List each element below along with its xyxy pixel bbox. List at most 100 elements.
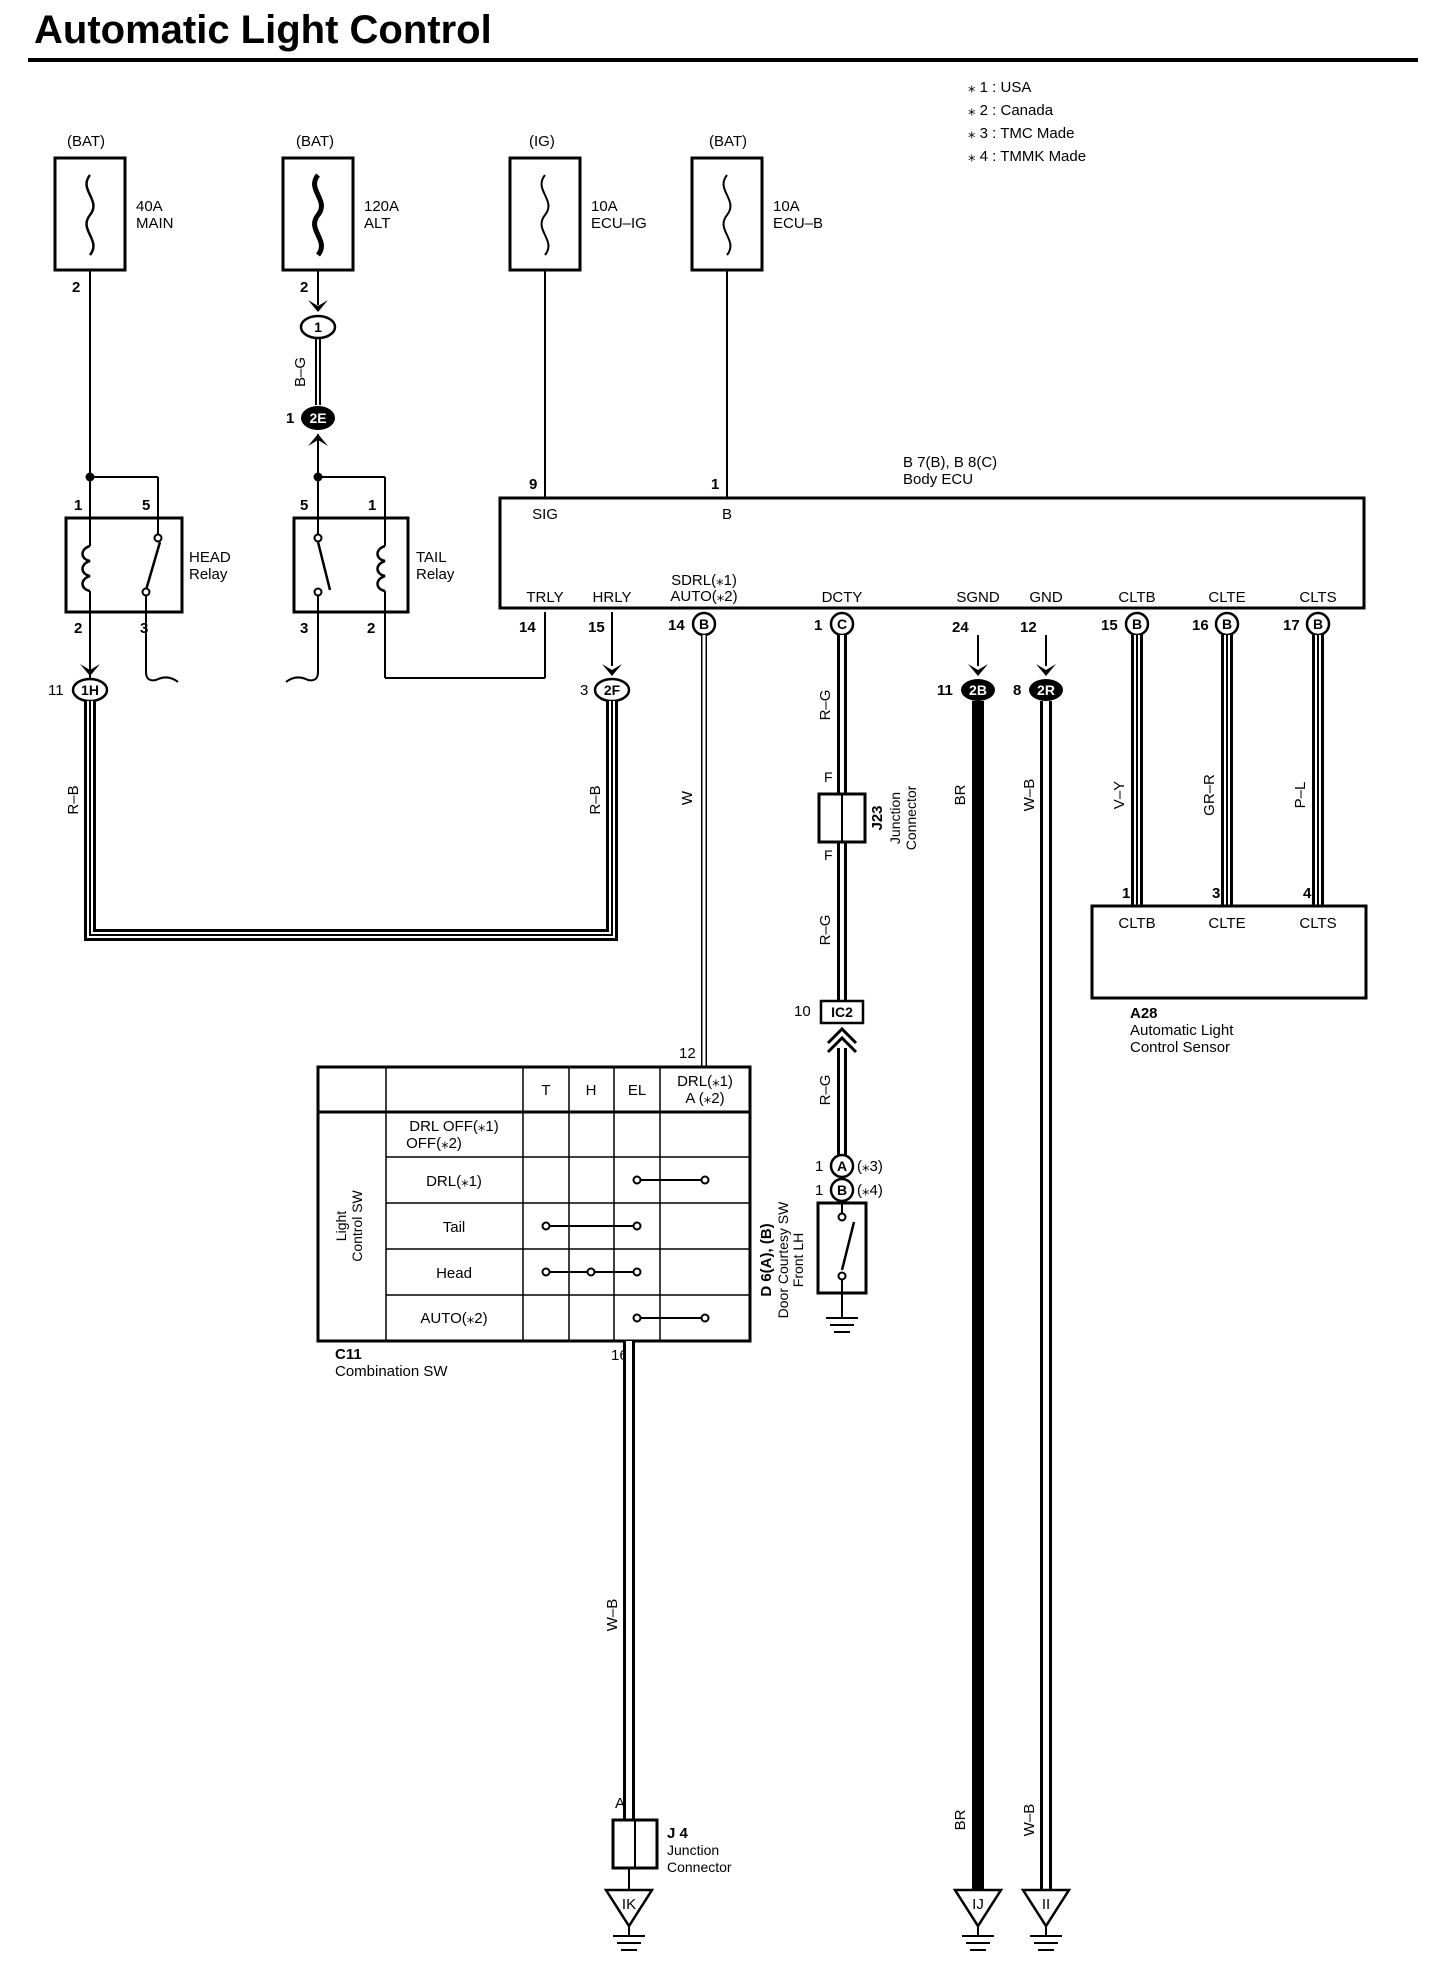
table-row-label: OFF(⁎2) [406, 1135, 462, 1152]
ground-label: II [1042, 1896, 1050, 1913]
chevron-up-icon [826, 1026, 858, 1054]
head-relay: 1 5 HEAD Relay 2 3 [64, 497, 231, 637]
ground-label: IK [622, 1896, 636, 1913]
ecu-pin: 16 [1192, 617, 1209, 634]
fuse-source-label: (BAT) [67, 133, 105, 150]
table-side-label: Light [333, 1211, 349, 1241]
title-underline [28, 58, 1418, 62]
wire-color-label: R–G [817, 915, 834, 946]
connector-label: B [1222, 616, 1232, 632]
ecu-bottom-pins: 14 15 14 1 24 12 15 16 17 [519, 617, 1300, 636]
wire-color-label: GR–R [1201, 774, 1218, 816]
arrow-down-icon [80, 664, 100, 676]
component-name: Combination SW [335, 1363, 448, 1380]
ground-label: IJ [972, 1896, 984, 1913]
legend: ⁎ 1 : USA ⁎ 2 : Canada ⁎ 3 : TMC Made ⁎ … [968, 79, 1086, 165]
ecu-pin: 1 [814, 617, 822, 634]
ecu-pin: 24 [952, 619, 969, 636]
connector-pin: 10 [794, 1003, 811, 1020]
fuse-ecu-b: (BAT) 10A ECU–B [690, 133, 823, 272]
fuse-name: ALT [364, 215, 390, 232]
connector-pin: 11 [48, 682, 64, 699]
connector-label: 2B [969, 682, 987, 698]
relay-name: HEAD [189, 549, 231, 566]
relay-pin: 2 [74, 620, 82, 637]
ground-ii: II [1020, 1888, 1072, 1951]
connector-pin: 12 [679, 1045, 696, 1062]
relay-label: Relay [416, 566, 455, 583]
arrow-down-icon [308, 300, 328, 312]
connector-label: B [1132, 616, 1142, 632]
ecu-name: Body ECU [903, 471, 973, 488]
table-row-label: DRL(⁎1) [426, 1173, 482, 1190]
fuse-source-label: (BAT) [296, 133, 334, 150]
connector-pin: 1 [815, 1182, 823, 1199]
legend-item: ⁎ 4 : TMMK Made [968, 148, 1086, 165]
connector-2b: 2B 11 [937, 679, 995, 701]
wire-color-label: W–B [1021, 1804, 1038, 1837]
component-code: J23 [869, 805, 886, 830]
fuse-source-label: (BAT) [709, 133, 747, 150]
wire-color-label: W [679, 790, 696, 805]
connector-label: 2F [604, 682, 621, 698]
component-code: C11 [335, 1346, 362, 1363]
table-side-label: Control SW [349, 1189, 365, 1261]
ground-icon [1030, 1926, 1062, 1951]
fuse-amp: 10A [591, 198, 618, 215]
wire-rb-loop [84, 701, 618, 941]
door-courtesy-switch: A 1 (⁎3) B 1 (⁎4) D 6(A), (B) Door Court… [758, 1153, 883, 1333]
wire-color-label: R–B [587, 785, 604, 814]
ecu-terminal: B [722, 506, 732, 523]
connector-label: 2E [309, 410, 326, 426]
sensor-terminal: CLTS [1299, 915, 1336, 932]
relay-wires [89, 612, 613, 683]
fuse-name: MAIN [136, 215, 174, 232]
ground-triangle-icon [952, 1888, 1004, 1929]
connector-pin: 11 [937, 682, 953, 699]
arrow-down-icon [1036, 664, 1056, 676]
body-ecu: B 7(B), B 8(C) Body ECU 9 1 SIG B TRLY H… [498, 454, 1366, 610]
ground-icon [613, 1926, 645, 1951]
relay-pin: 2 [367, 620, 375, 637]
fuse-pin: 2 [300, 279, 308, 296]
connector-label: A [837, 1158, 847, 1174]
ecu-pin: 14 [668, 617, 685, 634]
fuse-pin: 2 [72, 279, 80, 296]
relay-pin: 5 [300, 497, 308, 514]
relay-name: TAIL [416, 549, 447, 566]
combination-switch: 12 T H EL DRL(⁎1) A (⁎2) DRL OFF(⁎1) OFF… [316, 1045, 752, 1380]
wire-color-label: BR [952, 1809, 969, 1830]
connector-2f: 2F 3 [580, 677, 631, 703]
wire-color-label: R–G [817, 690, 834, 721]
ground-triangle-icon [603, 1888, 655, 1929]
fuse-amp: 10A [773, 198, 800, 215]
fuse-name: ECU–IG [591, 215, 647, 232]
ecu-terminal: SIG [532, 506, 558, 523]
ecu-terminal: CLTB [1118, 589, 1155, 606]
connector-1h: 1H 11 [48, 677, 109, 703]
ground-ij: IJ [952, 1888, 1004, 1951]
ecu-terminal: SGND [956, 589, 1000, 606]
fuse-name: ECU–B [773, 215, 823, 232]
fuse-main: (BAT) 40A MAIN 2 [53, 133, 174, 296]
connector-pin: 3 [580, 682, 588, 699]
sensor-pin: 3 [1212, 885, 1220, 902]
fuse-amp: 40A [136, 198, 163, 215]
component-name: Junction [667, 1842, 719, 1858]
wire-color-label: W–B [604, 1599, 621, 1632]
page-title: Automatic Light Control [34, 8, 492, 52]
wire-color-label: P–L [1292, 782, 1309, 809]
junction-connector-j23: F F J23 Junction Connector [817, 769, 919, 863]
fuse-icon [312, 173, 324, 257]
switch-icon [840, 1221, 856, 1271]
table-column-header: EL [628, 1082, 646, 1099]
legend-item: ⁎ 1 : USA [968, 79, 1031, 96]
wire-color-label: B–G [292, 357, 309, 387]
legend-item: ⁎ 3 : TMC Made [968, 125, 1074, 142]
component-code: J 4 [667, 1825, 689, 1842]
ecu-code: B 7(B), B 8(C) [903, 454, 997, 471]
ecu-pin: 12 [1020, 619, 1037, 636]
ecu-terminal: CLTE [1208, 589, 1245, 606]
wire-color-label: R–B [65, 785, 82, 814]
arrow-down-icon [968, 664, 988, 676]
